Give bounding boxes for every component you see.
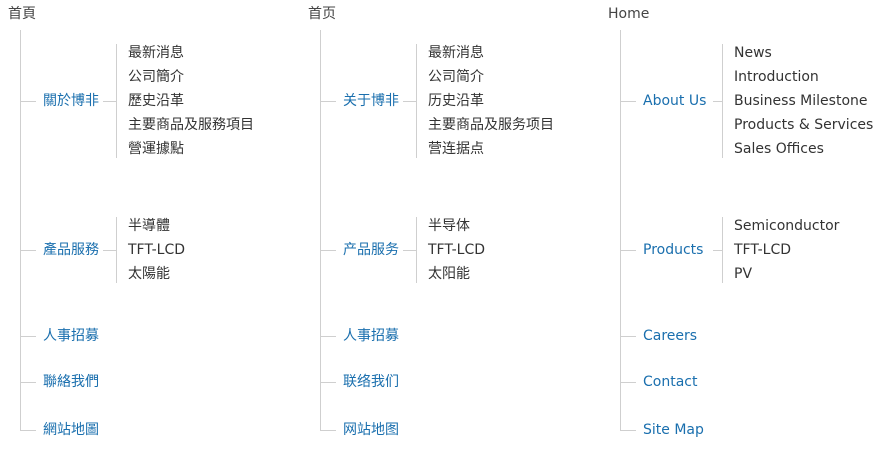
branch-line bbox=[320, 101, 336, 102]
tree-trunk-line bbox=[620, 30, 621, 430]
sub-item-link[interactable]: 最新消息 bbox=[428, 45, 484, 61]
section-link[interactable]: 关于博非 bbox=[343, 93, 399, 109]
branch-line bbox=[320, 250, 336, 251]
sub-trunk-line bbox=[722, 44, 723, 158]
sub-trunk-line bbox=[416, 217, 417, 283]
sub-item-link[interactable]: 公司简介 bbox=[428, 69, 484, 85]
sub-trunk-line bbox=[116, 217, 117, 283]
sub-item-link[interactable]: PV bbox=[734, 266, 753, 282]
section-link[interactable]: 聯絡我們 bbox=[43, 374, 99, 390]
section-link[interactable]: About Us bbox=[643, 93, 707, 109]
section-link[interactable]: 人事招募 bbox=[343, 328, 399, 344]
sitemap-column-simplified-chinese: 首页关于博非 最新消息公司简介历史沿革主要商品及服务项目营连据点产品服务 半导体 TF… bbox=[300, 0, 600, 460]
sub-item-link[interactable]: 历史沿革 bbox=[428, 93, 484, 109]
sub-item-link[interactable]: 半导体 bbox=[428, 218, 470, 234]
home-link[interactable]: Home bbox=[608, 6, 650, 22]
sub-trunk-line bbox=[416, 44, 417, 158]
sub-item-link[interactable]: Introduction bbox=[734, 69, 819, 85]
sub-branch-line bbox=[713, 101, 722, 102]
sub-item-link[interactable]: Sales Offices bbox=[734, 141, 824, 157]
branch-line bbox=[20, 382, 36, 383]
sub-item-link[interactable]: 主要商品及服務項目 bbox=[128, 117, 254, 133]
branch-line bbox=[620, 250, 636, 251]
branch-line bbox=[320, 430, 336, 431]
sub-branch-line bbox=[713, 250, 722, 251]
home-link[interactable]: 首頁 bbox=[8, 6, 36, 22]
section-link[interactable]: 網站地圖 bbox=[43, 422, 99, 438]
tree-trunk-line bbox=[20, 30, 21, 430]
branch-line bbox=[620, 430, 636, 431]
sub-item-link[interactable]: TFT-LCD bbox=[428, 242, 486, 258]
sub-branch-line bbox=[403, 101, 416, 102]
home-link[interactable]: 首页 bbox=[308, 6, 336, 22]
sub-item-link[interactable]: 營運據點 bbox=[128, 141, 184, 157]
section-link[interactable]: 网站地图 bbox=[343, 422, 399, 438]
section-link[interactable]: 產品服務 bbox=[43, 242, 99, 258]
branch-line bbox=[20, 336, 36, 337]
section-link[interactable]: Site Map bbox=[643, 422, 704, 438]
section-link[interactable]: 产品服务 bbox=[343, 242, 399, 258]
section-link[interactable]: Careers bbox=[643, 328, 698, 344]
sitemap-column-traditional-chinese: 首頁關於博非 最新消息公司簡介歷史沿革主要商品及服務項目營運據點產品服務 半導體 TF… bbox=[0, 0, 300, 460]
sub-item-link[interactable]: Products & Services bbox=[734, 117, 874, 133]
sub-item-link[interactable]: 太陽能 bbox=[128, 266, 170, 282]
sub-item-link[interactable]: Semiconductor bbox=[734, 218, 840, 234]
sub-trunk-line bbox=[116, 44, 117, 158]
sub-item-link[interactable]: 公司簡介 bbox=[128, 69, 184, 85]
sub-item-link[interactable]: 半導體 bbox=[128, 218, 170, 234]
sub-item-link[interactable]: TFT-LCD bbox=[734, 242, 792, 258]
sub-item-link[interactable]: 主要商品及服务项目 bbox=[428, 117, 554, 133]
branch-line bbox=[620, 382, 636, 383]
section-link[interactable]: Contact bbox=[643, 374, 698, 390]
branch-line bbox=[20, 250, 36, 251]
tree-trunk-line bbox=[320, 30, 321, 430]
sub-branch-line bbox=[103, 250, 116, 251]
branch-line bbox=[320, 336, 336, 337]
branch-line bbox=[20, 101, 36, 102]
sub-branch-line bbox=[403, 250, 416, 251]
sub-item-link[interactable]: 太阳能 bbox=[428, 266, 470, 282]
branch-line bbox=[20, 430, 36, 431]
sub-item-link[interactable]: TFT-LCD bbox=[128, 242, 186, 258]
section-link[interactable]: 联络我们 bbox=[343, 374, 399, 390]
section-link[interactable]: 人事招募 bbox=[43, 328, 99, 344]
branch-line bbox=[320, 382, 336, 383]
sub-branch-line bbox=[103, 101, 116, 102]
branch-line bbox=[620, 101, 636, 102]
sub-item-link[interactable]: News bbox=[734, 45, 772, 61]
branch-line bbox=[620, 336, 636, 337]
section-link[interactable]: 關於博非 bbox=[43, 93, 99, 109]
sub-item-link[interactable]: 最新消息 bbox=[128, 45, 184, 61]
sub-item-link[interactable]: 营连据点 bbox=[428, 141, 484, 157]
sub-item-link[interactable]: 歷史沿革 bbox=[128, 93, 184, 109]
sub-item-link[interactable]: Business Milestone bbox=[734, 93, 868, 109]
section-link[interactable]: Products bbox=[643, 242, 704, 258]
sub-trunk-line bbox=[722, 217, 723, 283]
